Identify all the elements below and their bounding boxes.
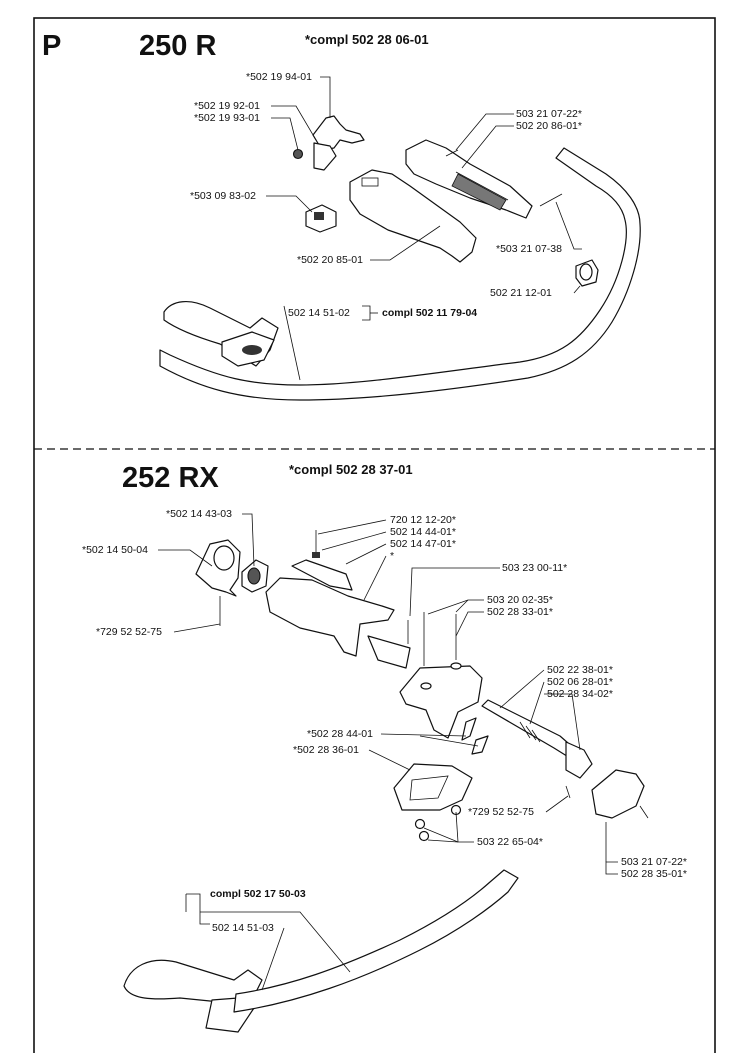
label-502-28-36-01: *502 28 36-01 bbox=[293, 744, 359, 756]
label-503-23-00-11: 503 23 00-11* bbox=[502, 562, 567, 574]
model-title-250r: 250 R bbox=[139, 30, 216, 62]
model-title-252rx: 252 RX bbox=[122, 462, 219, 494]
throttle-trigger-part bbox=[292, 95, 365, 171]
stop-switch-part bbox=[305, 204, 337, 233]
label-502-28-34-02: 502 28 34-02* bbox=[547, 688, 613, 700]
handlebar-250r bbox=[159, 147, 641, 401]
handle-clamp-part bbox=[195, 539, 269, 626]
knob-part bbox=[575, 259, 599, 287]
label-502-14-44-01: 502 14 44-01* bbox=[390, 526, 456, 538]
label-729-52-52-75-right: *729 52 52-75 bbox=[468, 806, 534, 818]
label-503-09-83-02: *503 09 83-02 bbox=[190, 190, 256, 202]
top-leader-lines bbox=[266, 76, 582, 381]
label-503-21-07-22: 503 21 07-22* bbox=[516, 108, 582, 120]
label-502-20-85-01: *502 20 85-01 bbox=[297, 254, 363, 266]
page-frame bbox=[33, 17, 716, 1053]
label-729-52-52-75-left: *729 52 52-75 bbox=[96, 626, 162, 638]
label-502-14-51-03: 502 14 51-03 bbox=[212, 922, 274, 934]
label-502-28-44-01: *502 28 44-01 bbox=[307, 728, 373, 740]
label-502-28-35-01: 502 28 35-01* bbox=[621, 868, 687, 880]
label-502-14-47-01: 502 14 47-01* bbox=[390, 538, 456, 550]
top-parts-drawing bbox=[159, 95, 641, 401]
label-compl-502-17-50-03: compl 502 17 50-03 bbox=[210, 888, 306, 900]
label-compl-502-11-79-04: compl 502 11 79-04 bbox=[382, 307, 477, 319]
lower-bracket-part bbox=[393, 763, 473, 842]
handle-lower-half-part bbox=[349, 169, 477, 263]
handle-bracket-part bbox=[399, 612, 483, 739]
label-503-21-07-38: *503 21 07-38 bbox=[496, 243, 562, 255]
handle-upper-half-part bbox=[405, 139, 533, 219]
compl-number-250r: *compl 502 28 06-01 bbox=[305, 32, 429, 47]
label-502-19-92-01: *502 19 92-01 bbox=[194, 100, 260, 112]
page-letter: P bbox=[42, 30, 61, 62]
label-502-20-86-01: 502 20 86-01* bbox=[516, 120, 582, 132]
label-502-06-28-01: 502 06 28-01* bbox=[547, 676, 613, 688]
throttle-cover-part bbox=[565, 769, 649, 819]
bottom-parts-drawing bbox=[123, 530, 649, 1033]
top-part-labels: *502 19 94-01 *502 19 92-01 *502 19 93-0… bbox=[190, 71, 582, 319]
label-503-21-07-22-bottom: 503 21 07-22* bbox=[621, 856, 687, 868]
bottom-part-labels: *502 14 43-03 *502 14 50-04 720 12 12-20… bbox=[82, 508, 687, 934]
label-502-21-12-01: 502 21 12-01 bbox=[490, 287, 552, 299]
label-502-22-38-01: 502 22 38-01* bbox=[547, 664, 613, 676]
label-502-14-43-03: *502 14 43-03 bbox=[166, 508, 232, 520]
label-503-22-65-04: 503 22 65-04* bbox=[477, 836, 543, 848]
bottom-leader-lines bbox=[158, 513, 618, 991]
label-502-28-33-01: 502 28 33-01* bbox=[487, 606, 553, 618]
label-502-14-50-04: *502 14 50-04 bbox=[82, 544, 148, 556]
label-asterisk: * bbox=[390, 550, 394, 562]
grip-handle-part bbox=[265, 530, 411, 669]
compl-number-252rx: *compl 502 28 37-01 bbox=[289, 462, 413, 477]
label-503-20-02-35: 503 20 02-35* bbox=[487, 594, 553, 606]
loop-handle-252rx bbox=[123, 869, 519, 1033]
label-720-12-12-20: 720 12 12-20* bbox=[390, 514, 456, 526]
throttle-shaft-part bbox=[481, 699, 593, 779]
label-502-14-51-02: 502 14 51-02 bbox=[288, 307, 350, 319]
label-502-19-93-01: *502 19 93-01 bbox=[194, 112, 260, 124]
label-502-19-94-01: *502 19 94-01 bbox=[246, 71, 312, 83]
